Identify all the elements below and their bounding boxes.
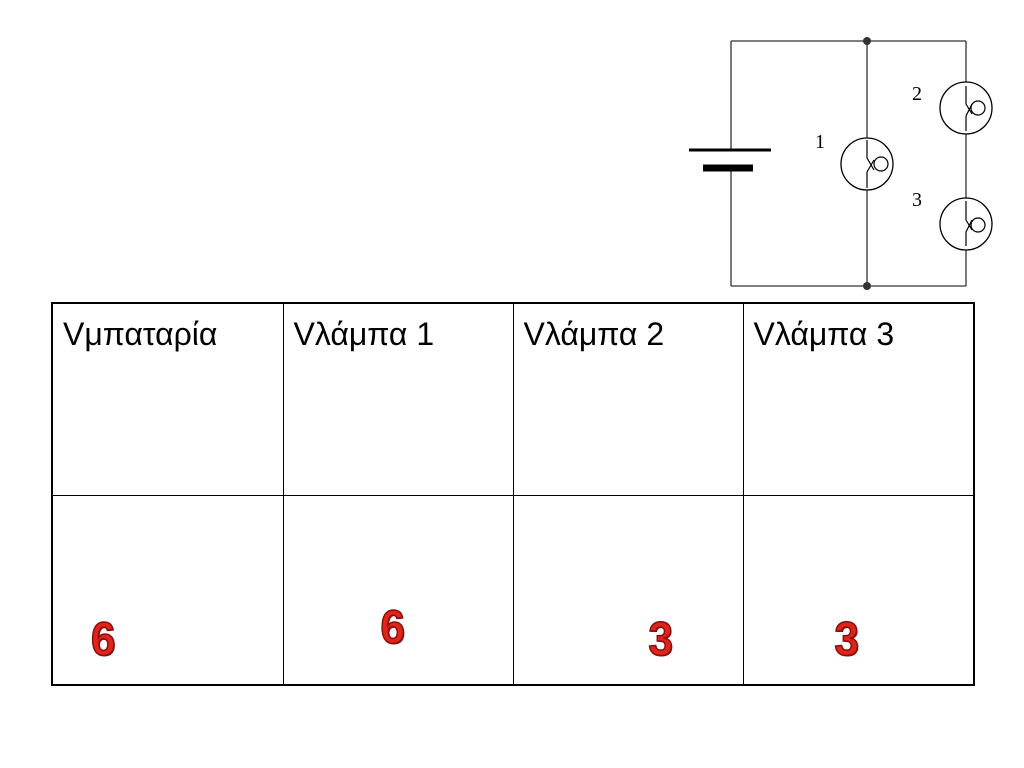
circuit-diagram: 1 2 3	[689, 37, 993, 290]
bulb-1-label: 1	[815, 131, 825, 153]
header-bulb-2-voltage: Vλάμπα 2	[523, 316, 665, 352]
header-cell-bulb-2: Vλάμπα 2	[512, 302, 744, 496]
voltage-table: Vμπαταρία Vλάμπα 1 Vλάμπα 2 Vλάμπα 3 6 6…	[51, 302, 975, 686]
battery-icon	[689, 148, 771, 172]
value-cell-bulb-2: 3	[512, 495, 744, 686]
table-value-row: 6 6 3 3	[51, 495, 975, 686]
bulb-2-icon	[939, 81, 993, 135]
junction-top	[863, 37, 871, 45]
header-bulb-1-voltage: Vλάμπα 1	[293, 316, 435, 352]
value-bulb-1-voltage: 6	[380, 601, 406, 654]
value-bulb-2-voltage: 3	[648, 613, 674, 666]
value-cell-bulb-3: 3	[742, 495, 975, 686]
header-cell-bulb-1: Vλάμπα 1	[282, 302, 514, 496]
bulb-2-label: 2	[912, 83, 922, 105]
bulb-3-label: 3	[912, 189, 922, 211]
value-cell-bulb-1: 6	[282, 495, 514, 686]
table-header-row: Vμπαταρία Vλάμπα 1 Vλάμπα 2 Vλάμπα 3	[51, 302, 975, 496]
value-bulb-3-voltage: 3	[834, 613, 860, 666]
header-bulb-3-voltage: Vλάμπα 3	[753, 316, 895, 352]
header-cell-battery: Vμπαταρία	[51, 302, 284, 496]
header-battery-voltage: Vμπαταρία	[63, 316, 218, 352]
junction-bottom	[863, 282, 871, 290]
header-cell-bulb-3: Vλάμπα 3	[742, 302, 975, 496]
value-battery-voltage: 6	[90, 613, 116, 666]
value-cell-battery: 6	[51, 495, 284, 686]
bulb-1-icon	[840, 137, 894, 191]
bulb-3-icon	[939, 197, 993, 251]
